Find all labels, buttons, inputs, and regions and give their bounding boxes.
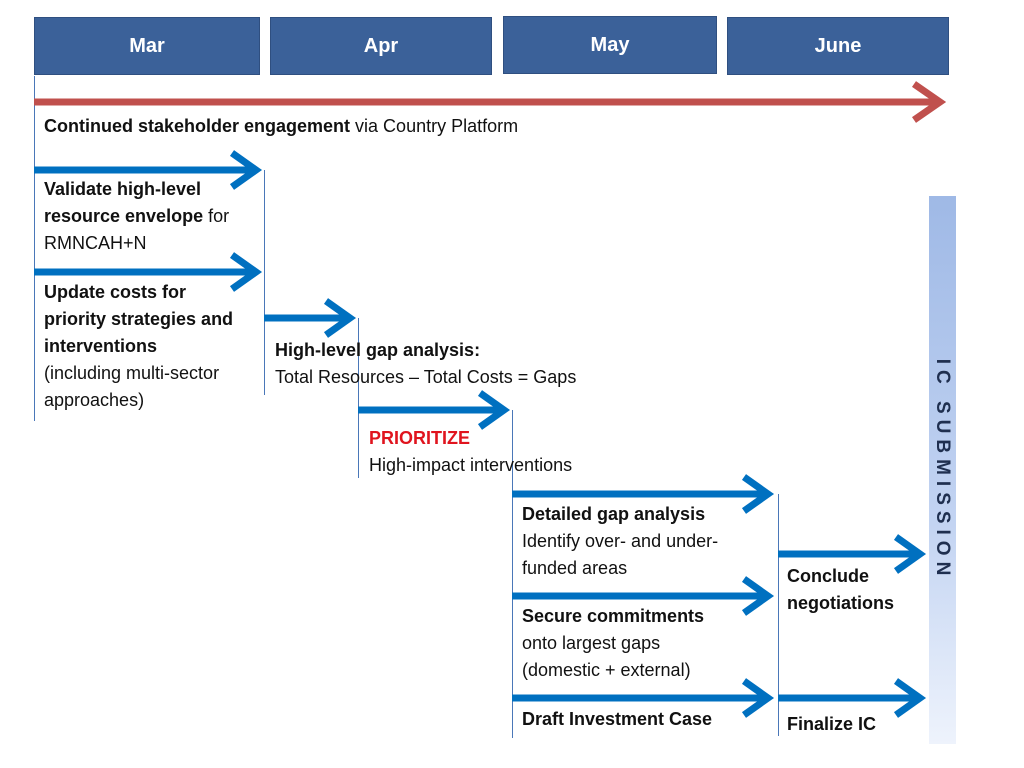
timeline-text-rest: via Country Platform xyxy=(350,116,519,136)
step-secure: Secure commitments onto largest gaps (do… xyxy=(522,603,742,684)
step-finalize-bold: Finalize IC xyxy=(787,714,877,734)
step-secure-bold: Secure commitments xyxy=(522,606,705,626)
step-validate-rest: for RMNCAH+N xyxy=(44,206,230,253)
arrow-gap-high xyxy=(264,298,357,338)
step-update-costs-rest: (including multi-sector approaches) xyxy=(44,363,220,410)
arrow-prioritize xyxy=(358,390,511,430)
month-apr: Apr xyxy=(270,17,492,75)
step-draft: Draft Investment Case xyxy=(522,706,772,733)
step-gap-high-rest: Total Resources – Total Costs = Gaps xyxy=(275,367,577,387)
ic-submission-bar xyxy=(929,196,956,744)
step-secure-rest: onto largest gaps (domestic + external) xyxy=(522,633,691,680)
timeline-text-bold: Continued stakeholder engagement xyxy=(44,116,351,136)
month-label: June xyxy=(814,34,862,57)
step-draft-bold: Draft Investment Case xyxy=(522,709,713,729)
month-label: Mar xyxy=(129,34,165,57)
step-gap-detailed-rest: Identify over- and under-funded areas xyxy=(522,531,719,578)
step-prioritize-highlight: PRIORITIZE xyxy=(369,428,471,448)
step-conclude-bold: Conclude negotiations xyxy=(787,566,894,613)
step-gap-high-bold: High-level gap analysis: xyxy=(275,340,481,360)
step-update-costs-bold: Update costs for priority strategies and… xyxy=(44,282,234,356)
step-finalize: Finalize IC xyxy=(787,711,917,738)
connector-line xyxy=(778,494,779,736)
step-validate-bold: Validate high-level resource envelope xyxy=(44,179,204,226)
arrow-conclude xyxy=(778,534,927,574)
step-arrows xyxy=(34,150,927,718)
step-validate: Validate high-level resource envelope fo… xyxy=(44,176,259,257)
month-may: May xyxy=(503,16,717,74)
step-prioritize-rest: High-impact interventions xyxy=(369,455,573,475)
arrow-secure xyxy=(512,576,775,616)
timeline-text: Continued stakeholder engagement via Cou… xyxy=(44,113,744,140)
month-june: June xyxy=(727,17,949,75)
timeline-arrow xyxy=(34,81,947,123)
step-gap-high: High-level gap analysis: Total Resources… xyxy=(275,337,655,391)
arrow-gap-detailed xyxy=(512,474,775,514)
step-gap-detailed-bold: Detailed gap analysis xyxy=(522,504,706,524)
step-prioritize: PRIORITIZE High-impact interventions xyxy=(369,425,669,479)
step-conclude: Conclude negotiations xyxy=(787,563,917,617)
month-mar: Mar xyxy=(34,17,260,75)
month-label: Apr xyxy=(363,34,399,57)
month-label: May xyxy=(590,33,630,56)
arrow-validate xyxy=(34,150,263,190)
arrow-update-costs xyxy=(34,252,263,292)
connector-line xyxy=(358,318,359,478)
arrow-finalize xyxy=(778,678,927,718)
step-gap-detailed: Detailed gap analysis Identify over- and… xyxy=(522,501,762,582)
connector-line xyxy=(264,170,265,395)
step-update-costs: Update costs for priority strategies and… xyxy=(44,279,234,414)
connector-line xyxy=(34,76,35,421)
connector-line xyxy=(512,410,513,738)
arrow-draft xyxy=(512,678,775,718)
